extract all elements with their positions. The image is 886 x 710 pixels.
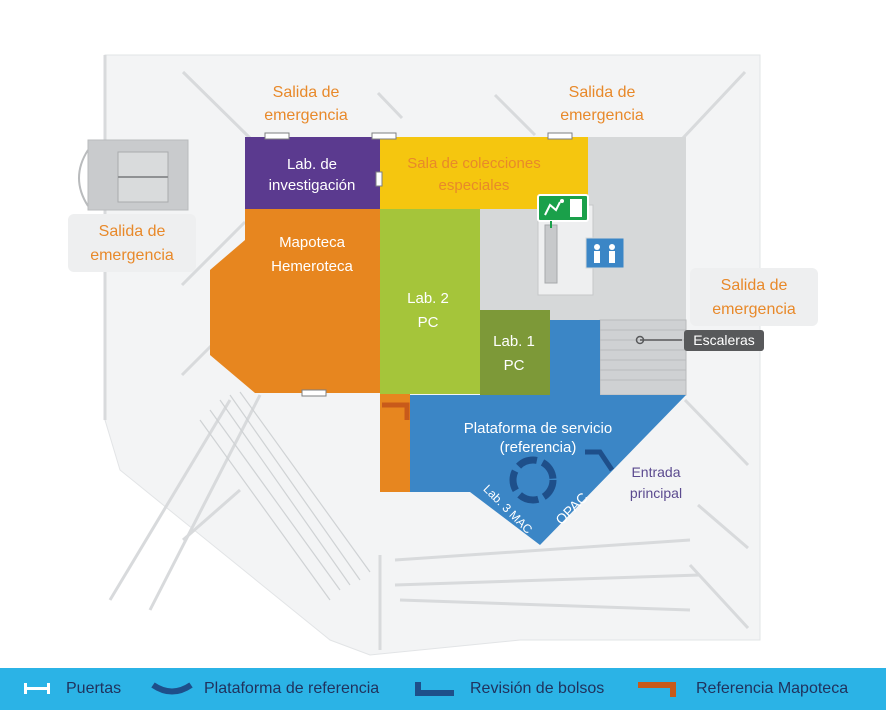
- legend-plataforma: Plataforma de referencia: [150, 668, 379, 710]
- plataforma-referencia-ring: [509, 456, 557, 504]
- exit-top-right-label-2: emergencia: [560, 107, 644, 124]
- room-lab2[interactable]: [380, 209, 480, 394]
- exit-right-label: Salida de: [721, 277, 788, 294]
- lab-investigacion-label: Lab. de: [287, 156, 337, 173]
- lab-investigacion-label-2: investigación: [269, 177, 356, 194]
- door-icon: [264, 132, 573, 397]
- legend-plataforma-label: Plataforma de referencia: [204, 680, 380, 697]
- sala-colecciones-label-2: especiales: [439, 177, 510, 194]
- exit-top-left-label: Salida de: [273, 84, 340, 101]
- legend-puertas: Puertas: [22, 668, 121, 710]
- entrada-label-2: principal: [630, 485, 682, 501]
- lower-walls: [394, 538, 701, 612]
- legend-bar: Puertas Plataforma de referencia Revisió…: [0, 668, 886, 710]
- mapoteca-label-2: Hemeroteca: [271, 258, 353, 275]
- mapoteca-label: Mapoteca: [279, 234, 346, 251]
- room-mapoteca[interactable]: [210, 209, 380, 393]
- lower-left-stairs: [199, 391, 371, 601]
- escaleras-label: Escaleras: [693, 332, 754, 348]
- exit-left-bg: [68, 214, 196, 272]
- lab2-label: Lab. 2: [407, 290, 449, 307]
- room-plataforma[interactable]: [410, 320, 686, 545]
- exit-right-bg: [690, 268, 818, 326]
- revision-bolsos-icon: [415, 682, 454, 696]
- escaleras-bg: [684, 330, 764, 351]
- sala-colecciones-label: Sala de colecciones: [407, 155, 540, 172]
- plataforma-label-2: (referencia): [500, 439, 577, 456]
- elevator-icon: [585, 237, 625, 269]
- legend-revision: Revisión de bolsos: [414, 668, 604, 710]
- exit-left-label-2: emergencia: [90, 247, 174, 264]
- lab1-label-2: PC: [504, 357, 525, 374]
- lab1-label: Lab. 1: [493, 333, 535, 350]
- revision-bolsos-marker: [585, 449, 615, 472]
- legend-revision-label: Revisión de bolsos: [470, 680, 605, 697]
- stair-slot: [544, 224, 558, 284]
- exit-left-label: Salida de: [99, 223, 166, 240]
- left-stair-block: [78, 139, 189, 211]
- room-lab1[interactable]: [480, 310, 550, 395]
- exit-top-left-label-2: emergencia: [264, 107, 348, 124]
- exit-right-label-2: emergencia: [712, 301, 796, 318]
- entrada-label: Entrada: [631, 464, 680, 480]
- door-icon: [24, 683, 50, 694]
- referencia-mapoteca-marker: [382, 402, 410, 420]
- room-lab-investigacion[interactable]: [245, 137, 380, 209]
- plataforma-label: Plataforma de servicio: [464, 420, 612, 437]
- legend-referencia-mapoteca-label: Referencia Mapoteca: [696, 680, 849, 697]
- plataforma-arc-icon: [151, 682, 193, 695]
- referencia-mapoteca-icon: [638, 682, 676, 697]
- exit-top-right-label: Salida de: [569, 84, 636, 101]
- lab2-label-2: PC: [418, 314, 439, 331]
- legend-puertas-label: Puertas: [66, 680, 122, 697]
- escaleras-stairs: [599, 319, 687, 396]
- legend-referencia-mapoteca: Referencia Mapoteca: [636, 668, 848, 710]
- emergency-exit-sign-icon: [537, 194, 589, 228]
